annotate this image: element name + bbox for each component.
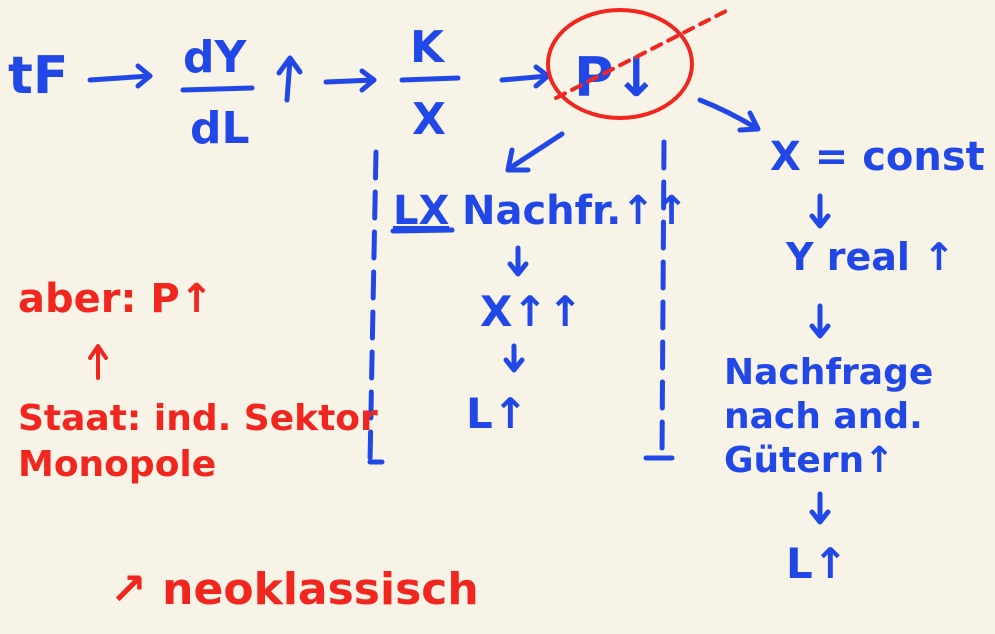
demand-label: Nachfrage	[724, 352, 933, 393]
up-arrow-icon	[88, 344, 108, 380]
dashed-bracket-left	[367, 149, 379, 465]
fraction-numerator: K	[410, 22, 446, 73]
arrow-icon	[87, 63, 153, 89]
fraction-denominator: dL	[190, 103, 250, 154]
red-note-monopoly: Monopole	[18, 444, 216, 485]
down-arrow-icon	[507, 245, 529, 277]
real-income-label: Y real ↑	[785, 235, 955, 279]
up-arrow-icon	[276, 55, 303, 103]
down-arrow-icon	[809, 303, 831, 339]
fraction-dy-dl: dY dL	[180, 32, 255, 154]
red-note-price-up: aber: P↑	[18, 276, 213, 322]
arrow-icon	[505, 131, 565, 173]
arrow-icon	[499, 64, 551, 89]
price-down-label: P↓	[574, 46, 659, 109]
labor-up-label: L↑	[466, 389, 528, 438]
down-arrow-icon	[503, 343, 525, 373]
arrow-icon	[697, 97, 761, 133]
red-circle-highlight	[546, 8, 730, 120]
other-goods-label: nach and.	[724, 396, 923, 437]
x-const-label: X = const	[770, 134, 985, 180]
down-arrow-icon	[809, 491, 831, 525]
goods-up-label: Gütern↑	[724, 440, 894, 481]
fraction-k-x: K X	[399, 22, 461, 145]
fraction-denominator: X	[412, 94, 446, 145]
red-note-neoclassical: ↗ neoklassisch	[110, 564, 479, 615]
lx-underline	[390, 227, 455, 234]
tf-label: tF	[8, 46, 68, 106]
down-arrow-icon	[809, 193, 831, 229]
dashed-bracket-right	[659, 139, 667, 459]
fraction-numerator: dY	[183, 32, 247, 83]
lx-label: LX	[393, 188, 449, 234]
output-up-label: X↑↑	[480, 287, 583, 336]
arrow-icon	[323, 68, 377, 93]
labor-up-label-right: L↑	[786, 539, 848, 588]
red-note-state-sector: Staat: ind. Sektor	[18, 398, 378, 439]
demand-up-label: Nachfr.↑↑	[462, 188, 688, 234]
